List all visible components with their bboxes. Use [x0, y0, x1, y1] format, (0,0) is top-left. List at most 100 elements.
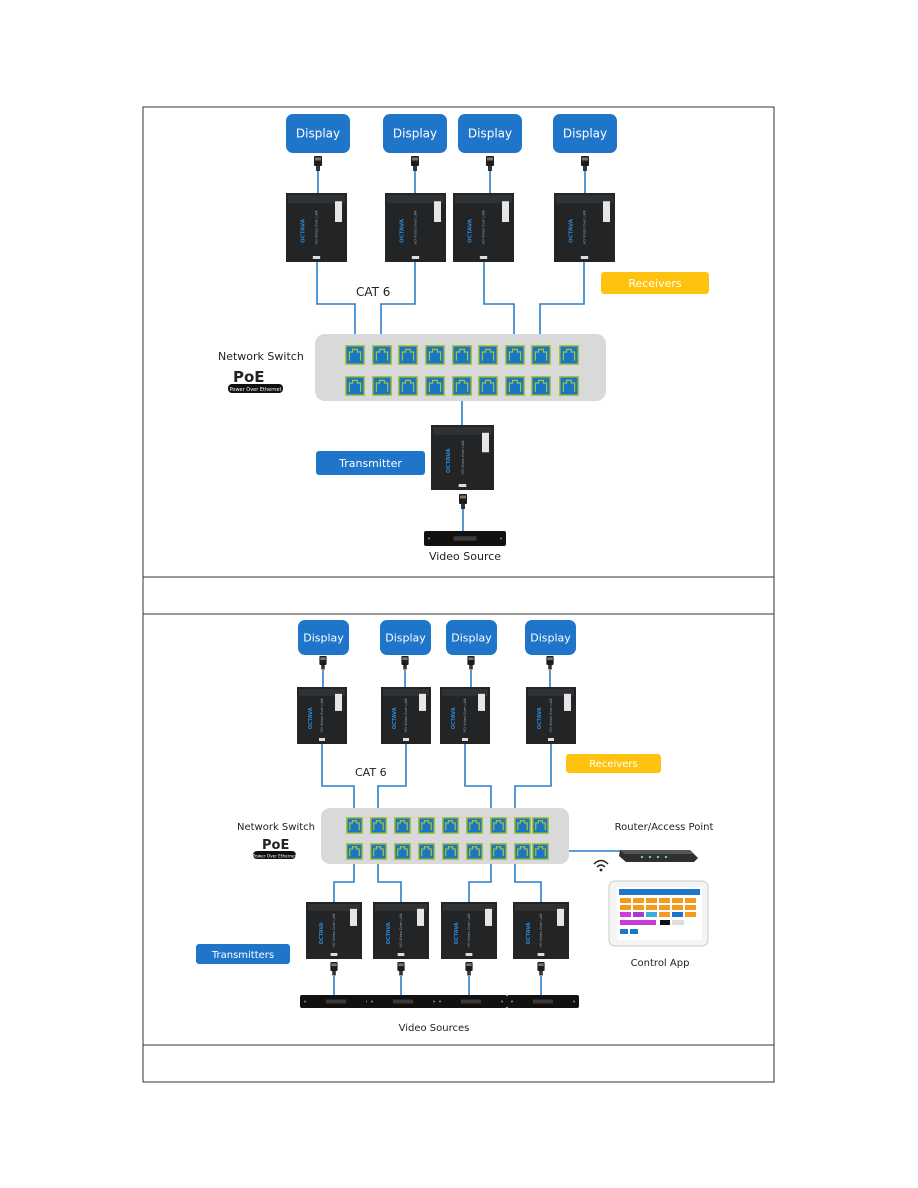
hdmi-plug-icon-2 [411, 156, 419, 171]
transmitter-b-2-brand: OCTAVA [386, 922, 392, 944]
switch-ports-2 [346, 817, 549, 860]
switch-label-2: Network Switch [237, 822, 315, 833]
transmitter-b-1-brand: OCTAVA [319, 922, 325, 944]
ethernet-port-bottom-4 [425, 376, 445, 396]
receiver-2-model: HD Video Over LAN [414, 210, 418, 244]
ethernet-port-b-bottom-4 [418, 843, 435, 860]
transmitter-1-brand: OCTAVA [446, 448, 452, 473]
ethernet-port-b-bottom-7 [490, 843, 507, 860]
receiver-2-brand: OCTAVA [399, 218, 405, 243]
display-1: Display [286, 114, 350, 153]
transmitter-b-2-model: HD Video Over LAN [399, 913, 403, 947]
ethernet-port-b-bottom-9 [532, 843, 549, 860]
ethernet-port-top-2 [372, 345, 392, 365]
ethernet-port-bottom-7 [505, 376, 525, 396]
ethernet-port-b-top-8 [514, 817, 531, 834]
receiver-4-brand: OCTAVA [568, 218, 574, 243]
receiver-3-brand: OCTAVA [467, 218, 473, 243]
receivers-label: Receivers [628, 277, 682, 290]
ethernet-port-top-7 [505, 345, 525, 365]
transmitters-badge: Transmitters [196, 944, 290, 964]
display-b-3: Display [446, 620, 497, 655]
ethernet-port-top-8 [531, 345, 551, 365]
ethernet-port-b-top-2 [370, 817, 387, 834]
receiver-b-1-brand: OCTAVA [308, 707, 314, 729]
poe-label-2: PoE [262, 838, 289, 853]
ethernet-port-bottom-1 [345, 376, 365, 396]
display-b-3-label: Display [451, 632, 492, 645]
receiver-b-3-brand: OCTAVA [451, 707, 457, 729]
app-label: Control App [631, 958, 690, 969]
receiver-b-3-model: HD Video Over LAN [463, 698, 467, 732]
ethernet-port-b-top-6 [466, 817, 483, 834]
display-b-4-label: Display [530, 632, 571, 645]
receiver-1-model: HD Video Over LAN [315, 210, 319, 244]
ethernet-port-top-9 [559, 345, 579, 365]
transmitter-badge: Transmitter [316, 451, 425, 475]
transmitter-b-2: OCTAVA HD Video Over LAN [373, 902, 429, 959]
transmitter-1-model: HD Video Over LAN [461, 440, 465, 474]
receivers-badge-2: Receivers [566, 754, 661, 773]
video-source-box [424, 531, 506, 546]
receiver-b-2-model: HD Video Over LAN [404, 698, 408, 732]
ethernet-port-b-bottom-8 [514, 843, 531, 860]
ethernet-port-b-bottom-6 [466, 843, 483, 860]
transmitter-b-3-brand: OCTAVA [454, 922, 460, 944]
wifi-icon [593, 859, 609, 872]
ethernet-port-b-top-1 [346, 817, 363, 834]
hdmi-plug-icon-b-2 [401, 656, 409, 670]
display-4: Display [553, 114, 617, 153]
display-b-1-label: Display [303, 632, 344, 645]
hdmi-plug-icon-tx-b-3 [465, 962, 473, 976]
display-1-label: Display [296, 127, 340, 141]
ethernet-port-bottom-2 [372, 376, 392, 396]
ethernet-port-top-1 [345, 345, 365, 365]
ethernet-port-b-top-4 [418, 817, 435, 834]
ethernet-port-b-bottom-5 [442, 843, 459, 860]
ethernet-port-b-top-9 [532, 817, 549, 834]
receiver-b-3: OCTAVA HD Video Over LAN [440, 687, 490, 744]
switch-label: Network Switch [218, 350, 304, 363]
ethernet-port-b-top-3 [394, 817, 411, 834]
hdmi-plug-icon-tx [459, 494, 467, 509]
frame [142, 106, 775, 1083]
ethernet-port-bottom-8 [531, 376, 551, 396]
receiver-b-4-brand: OCTAVA [537, 707, 543, 729]
transmitter-b-3: OCTAVA HD Video Over LAN [441, 902, 497, 959]
source-label: Video Source [429, 550, 501, 563]
transmitter-b-1-model: HD Video Over LAN [332, 913, 336, 947]
tablet-icon [608, 880, 709, 947]
transmitter-b-4-brand: OCTAVA [526, 922, 532, 944]
router-label: Router/Access Point [615, 822, 714, 833]
hdmi-plug-icon-b-4 [546, 656, 554, 670]
cable-label: CAT 6 [356, 285, 390, 299]
hdmi-plug-icon-1 [314, 156, 322, 171]
cable-label-2: CAT 6 [355, 766, 387, 779]
receiver-1-brand: OCTAVA [300, 218, 306, 243]
sources-label: Video Sources [399, 1023, 470, 1034]
ethernet-port-b-top-5 [442, 817, 459, 834]
ethernet-port-b-top-7 [490, 817, 507, 834]
ethernet-port-b-bottom-1 [346, 843, 363, 860]
transmitter-1: OCTAVA HD Video Over LAN [431, 425, 494, 490]
hdmi-plug-icon-4 [581, 156, 589, 171]
display-b-2: Display [380, 620, 431, 655]
hdmi-plug-icon-tx-b-1 [330, 962, 338, 976]
ethernet-port-bottom-3 [398, 376, 418, 396]
hdmi-plug-icon-3 [486, 156, 494, 171]
poe-sub-badge-2: Power Over Ethernet [253, 851, 297, 859]
display-b-4: Display [525, 620, 576, 655]
ethernet-port-top-5 [452, 345, 472, 365]
poe-sub-label: Power Over Ethernet [230, 387, 282, 393]
receiver-3-model: HD Video Over LAN [482, 210, 486, 244]
receivers-badge: Receivers [601, 272, 709, 294]
poe-sub-badge: Power Over Ethernet [228, 384, 283, 393]
transmitter-b-3-model: HD Video Over LAN [467, 913, 471, 947]
display-2: Display [383, 114, 447, 153]
